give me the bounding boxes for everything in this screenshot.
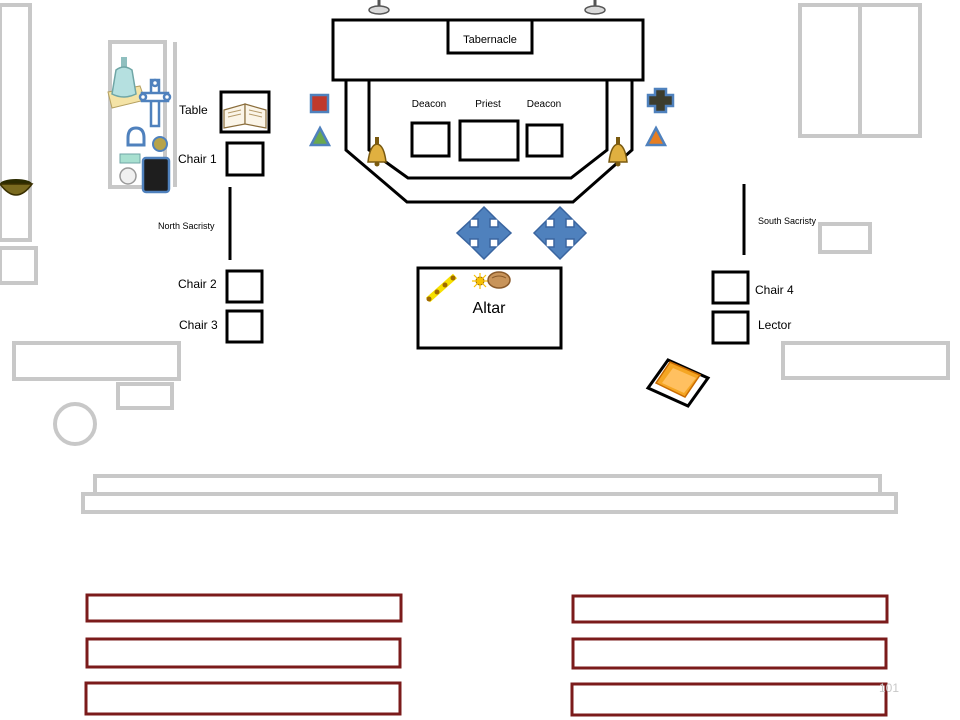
lector-label: Lector bbox=[758, 318, 791, 332]
communion-rail-lower bbox=[81, 492, 898, 514]
dark-cross-marker-icon bbox=[646, 87, 675, 114]
pew-right-1 bbox=[571, 594, 889, 624]
font-circle bbox=[53, 402, 97, 446]
tabernacle-box bbox=[446, 18, 534, 55]
pew-left-3 bbox=[84, 681, 402, 716]
sanctuary-structure bbox=[219, 18, 750, 350]
altar-label: Altar bbox=[473, 300, 507, 317]
north-bench bbox=[12, 341, 181, 381]
cruet-icon bbox=[107, 57, 146, 109]
apse-inner bbox=[367, 80, 609, 180]
apse-outer bbox=[344, 80, 634, 204]
red-marker-icon bbox=[309, 93, 330, 114]
tabernacle-label: Tabernacle bbox=[463, 34, 517, 46]
green-triangle-icon bbox=[308, 125, 332, 147]
chair2-box bbox=[225, 269, 264, 304]
chair3-label: Chair 3 bbox=[179, 318, 218, 332]
communion-rail-upper bbox=[93, 474, 882, 496]
lector-box bbox=[711, 310, 750, 345]
deacon-left-label: Deacon bbox=[412, 99, 446, 110]
chair1-box bbox=[225, 141, 265, 177]
table-label: Table bbox=[179, 103, 208, 117]
north-small-bench bbox=[116, 382, 174, 410]
deacon-right-label: Deacon bbox=[527, 99, 561, 110]
north-sacristy-label: North Sacristy bbox=[158, 221, 215, 231]
bell-right-icon bbox=[608, 137, 628, 167]
page-number: 101 bbox=[879, 681, 899, 695]
altar-box bbox=[416, 266, 563, 350]
orange-triangle-icon bbox=[644, 125, 668, 147]
bowl-icon bbox=[0, 179, 34, 196]
candle-icon bbox=[426, 273, 457, 303]
south-small-box bbox=[818, 222, 872, 254]
chair1-label: Chair 1 bbox=[178, 152, 217, 166]
pew-left-2 bbox=[85, 637, 402, 669]
candlestick-right-icon bbox=[584, 0, 606, 15]
south-sacristy-label: South Sacristy bbox=[758, 216, 817, 226]
gray-furniture bbox=[0, 3, 950, 514]
chair4-box bbox=[711, 270, 750, 305]
priest-seat bbox=[458, 119, 520, 162]
credence-shelf bbox=[108, 40, 167, 189]
pew-right-2 bbox=[571, 637, 888, 670]
lectionary-book-icon bbox=[645, 358, 711, 408]
chair4-label: Chair 4 bbox=[755, 283, 794, 297]
priest-label: Priest bbox=[475, 99, 501, 110]
move-arrows-right-icon bbox=[532, 205, 588, 261]
pews bbox=[84, 593, 889, 717]
deacon-left-seat bbox=[410, 121, 451, 158]
table-box bbox=[219, 90, 271, 134]
chair3-box bbox=[225, 309, 264, 344]
pew-right-3 bbox=[570, 682, 888, 717]
chair2-label: Chair 2 bbox=[178, 277, 217, 291]
cross-icon bbox=[138, 78, 172, 128]
book-icon bbox=[223, 103, 267, 129]
south-bench bbox=[781, 341, 950, 380]
reredos bbox=[331, 18, 645, 82]
sun-host-icon bbox=[472, 273, 488, 289]
bread-icon bbox=[487, 271, 511, 289]
north-small-panel bbox=[0, 246, 38, 285]
candlestick-left-icon bbox=[368, 0, 390, 15]
deacon-right-seat bbox=[525, 123, 564, 158]
north-wall-panel bbox=[0, 3, 32, 242]
bell-left-icon bbox=[367, 137, 387, 167]
move-arrows-left-icon bbox=[455, 205, 513, 261]
pew-left-1 bbox=[85, 593, 403, 623]
credence-items-icon bbox=[119, 126, 171, 194]
